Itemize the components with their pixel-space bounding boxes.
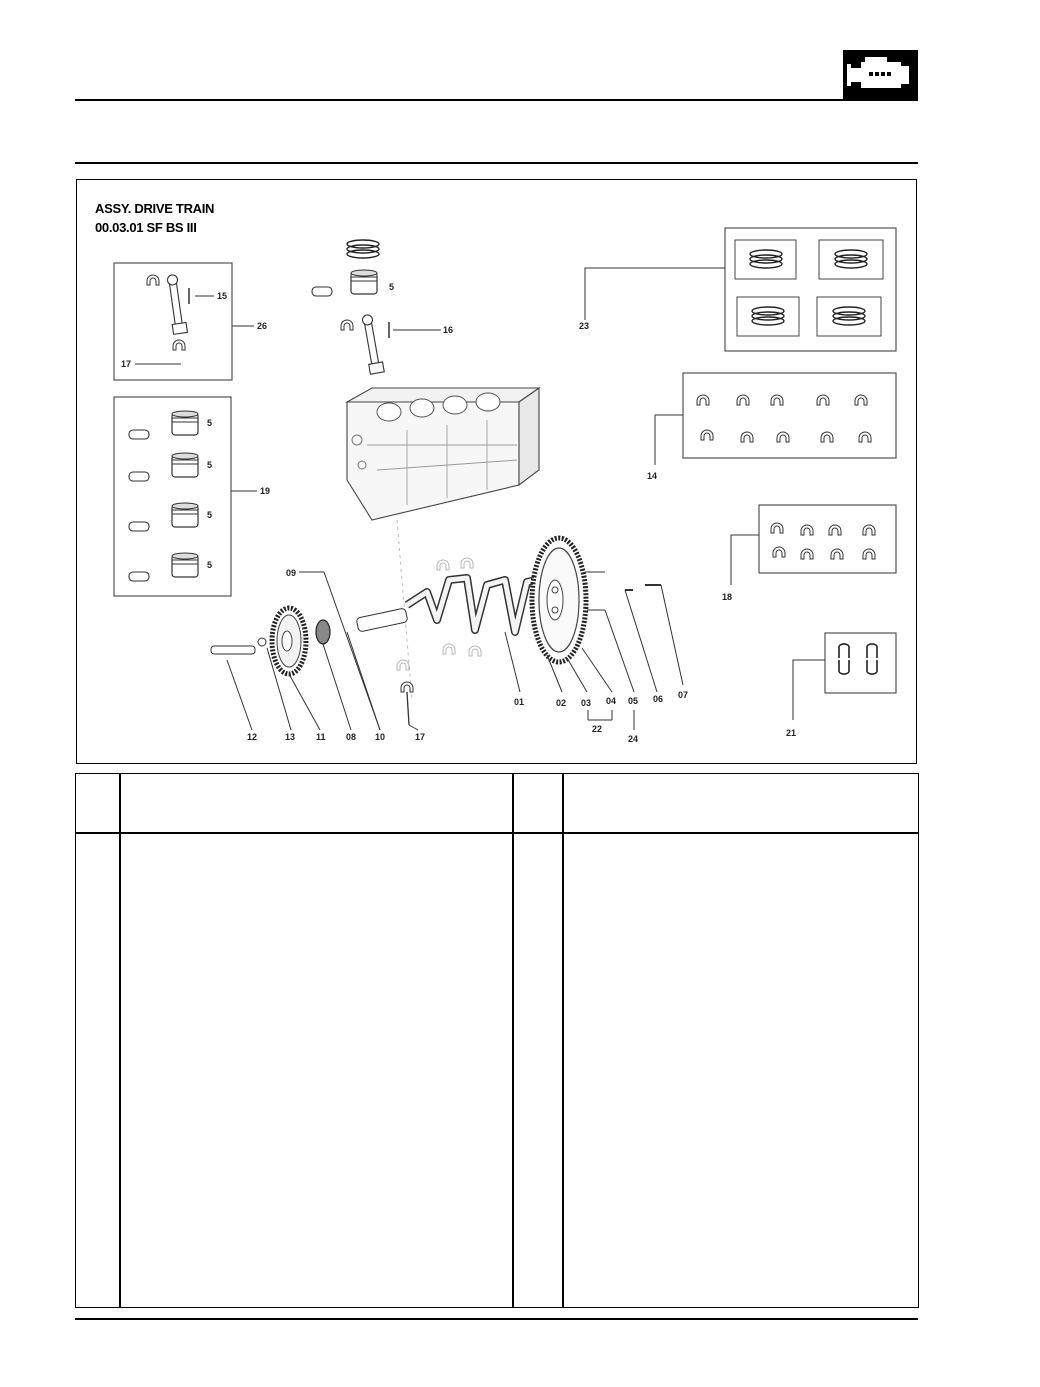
callout-04: 04: [606, 696, 616, 706]
callout-23: 23: [579, 321, 589, 331]
engine-block: [344, 386, 541, 521]
footer-rule: [75, 1318, 918, 1320]
drive-train-figure: ASSY. DRIVE TRAIN 00.03.01 SF BS III: [76, 179, 917, 764]
callout-05: 05: [628, 696, 638, 706]
callout-24: 24: [628, 734, 638, 744]
svg-text:5: 5: [207, 560, 212, 570]
exploded-view-drawing: 15 17 26 5 5 5 5 19 5 16: [113, 227, 897, 744]
svg-text:5: 5: [207, 418, 212, 428]
callout-14: 14: [647, 471, 657, 481]
svg-text:5: 5: [207, 460, 212, 470]
callout-12: 12: [247, 732, 257, 742]
header-rule: [75, 99, 918, 101]
callout-18: 18: [722, 592, 732, 602]
callout-10: 10: [375, 732, 385, 742]
rod-set-box: [113, 262, 233, 381]
rod-bearing-box: [758, 504, 897, 574]
callout-09: 09: [286, 568, 296, 578]
svg-text:5: 5: [389, 282, 394, 292]
callout-06: 06: [653, 694, 663, 704]
callout-03: 03: [581, 698, 591, 708]
callout-02: 02: [556, 698, 566, 708]
callout-11: 11: [316, 732, 326, 742]
table-column-divider: [119, 774, 121, 1307]
table-column-divider: [512, 774, 514, 1307]
callout-15: 15: [217, 291, 227, 301]
ring-set-box: [724, 227, 897, 352]
thrust-washer-box: [824, 632, 897, 694]
callout-16: 16: [443, 325, 453, 335]
callout-22: 22: [592, 724, 602, 734]
main-bearing-box: [682, 372, 897, 459]
figure-title: ASSY. DRIVE TRAIN: [95, 201, 215, 216]
callout-08: 08: [346, 732, 356, 742]
svg-text:5: 5: [207, 510, 212, 520]
piston-set-box: [113, 396, 232, 597]
parts-list-table: [75, 773, 919, 1308]
callout-07: 07: [678, 690, 688, 700]
figure-subtitle: 00.03.01 SF BS III: [95, 220, 197, 235]
crank-gear: [210, 605, 331, 677]
callout-13: 13: [285, 732, 295, 742]
callout-21: 21: [786, 728, 796, 738]
callout-19: 19: [260, 486, 270, 496]
callout-17: 17: [121, 359, 131, 369]
table-header-divider: [76, 832, 918, 834]
callout-01: 01: [514, 697, 524, 707]
table-column-divider: [562, 774, 564, 1307]
section-rule: [75, 162, 918, 164]
flywheel: [529, 535, 661, 665]
engine-section-badge: [843, 50, 918, 101]
callout-26: 26: [257, 321, 267, 331]
engine-icon: [843, 50, 918, 101]
callout-17b: 17: [415, 732, 425, 742]
